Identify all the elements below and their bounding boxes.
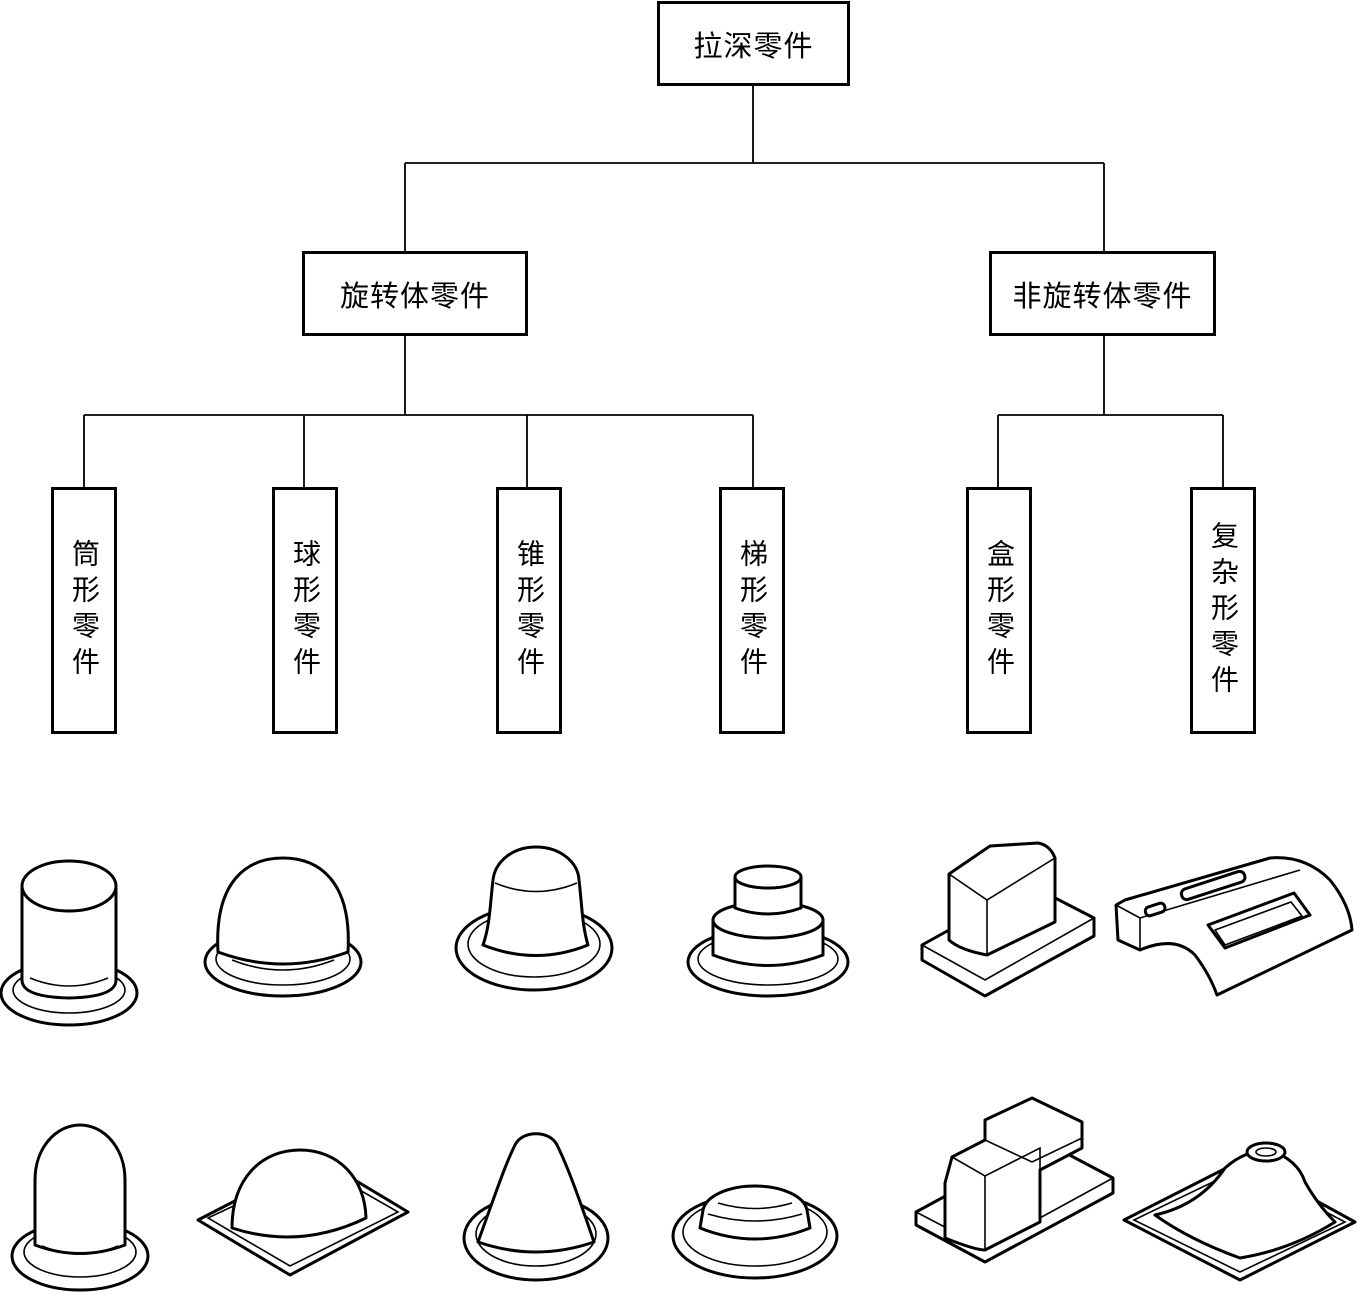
- category-node-label: 筒形零件: [68, 538, 101, 683]
- hemisphere-square-flange-icon: [196, 1148, 410, 1277]
- group-node-non-rotational: 非旋转体零件: [989, 251, 1216, 336]
- hemisphere-round-flange-icon: [203, 856, 363, 998]
- truncated-cone-icon: [454, 845, 614, 992]
- stepped-box-icon: [914, 1096, 1115, 1264]
- group-node-label: 旋转体零件: [339, 278, 490, 313]
- category-node-conical: 锥形零件: [496, 487, 562, 734]
- complex-cover-icon: [1122, 1141, 1357, 1282]
- cylindrical-cup-domed-icon: [10, 1123, 150, 1292]
- category-node-stepped: 梯形零件: [719, 487, 785, 734]
- stepped-cup-icon: [686, 864, 850, 998]
- category-node-label: 球形零件: [289, 538, 322, 683]
- group-node-rotational: 旋转体零件: [302, 251, 528, 336]
- tree-connectors: [83, 86, 1224, 488]
- rectangular-box-icon: [920, 841, 1096, 998]
- category-node-label: 盒形零件: [983, 538, 1016, 683]
- category-node-spherical: 球形零件: [272, 487, 338, 734]
- pointed-cone-icon: [462, 1132, 610, 1282]
- group-node-label: 非旋转体零件: [1012, 278, 1193, 313]
- category-node-box: 盒形零件: [966, 487, 1032, 734]
- category-node-label: 锥形零件: [513, 538, 546, 683]
- shallow-stepped-dish-icon: [671, 1184, 839, 1280]
- category-node-complex: 复杂形零件: [1190, 487, 1256, 734]
- root-node: 拉深零件: [657, 1, 850, 86]
- category-node-label: 复杂形零件: [1207, 520, 1240, 701]
- category-node-cylindrical: 筒形零件: [51, 487, 117, 734]
- category-node-label: 梯形零件: [736, 538, 769, 683]
- complex-panel-icon: [1114, 856, 1354, 997]
- cylindrical-cup-icon: [0, 859, 139, 1027]
- root-node-label: 拉深零件: [693, 28, 814, 63]
